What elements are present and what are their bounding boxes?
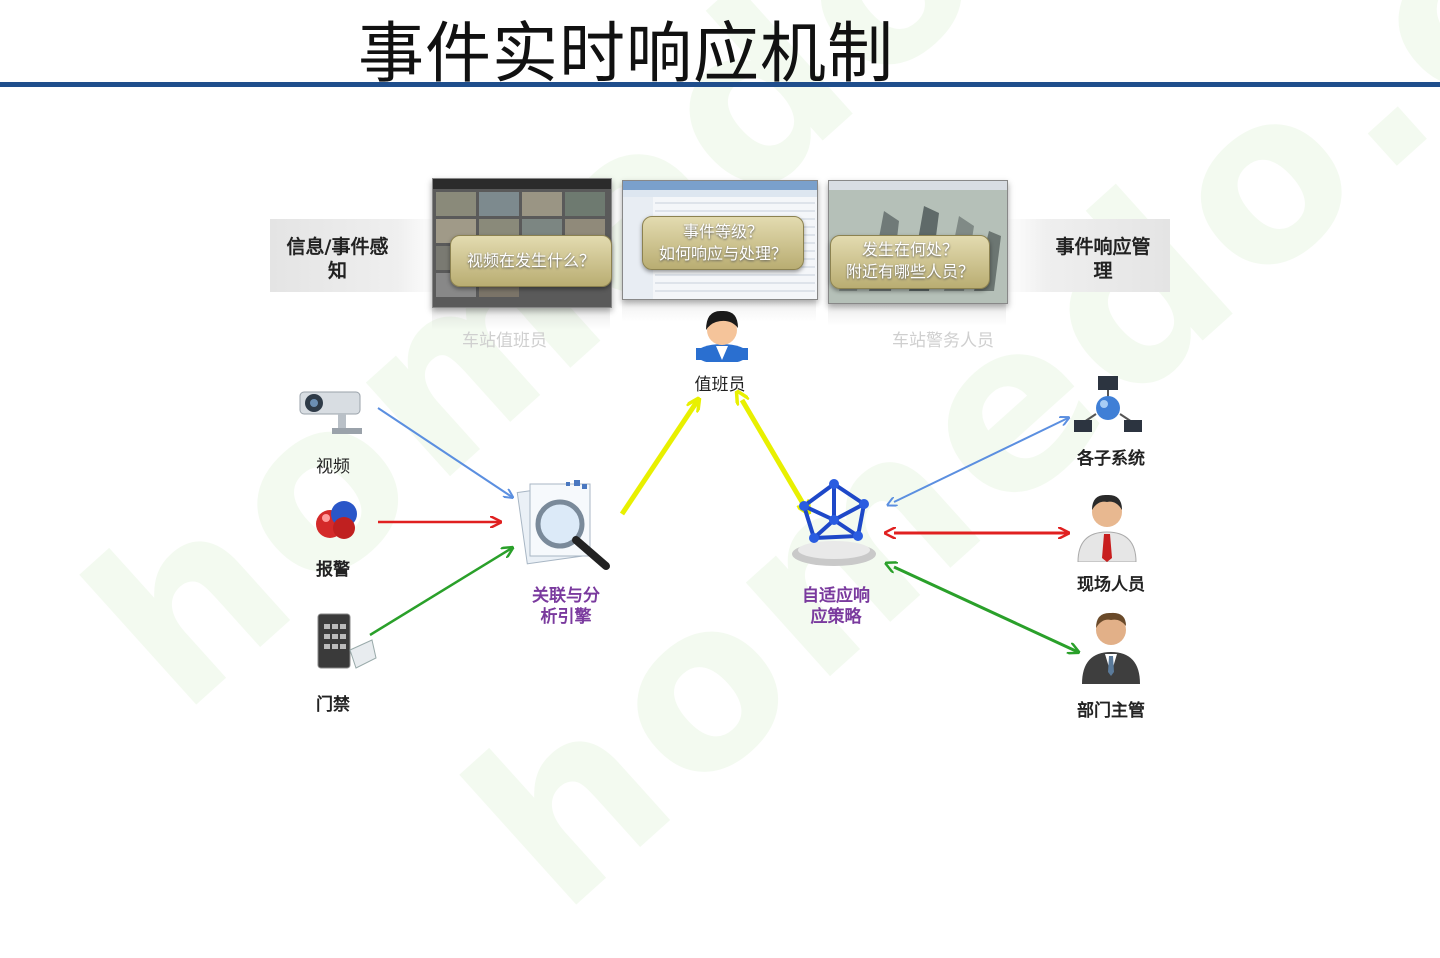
level-callout: 事件等级？ 如何响应与处理？	[642, 216, 804, 270]
band-left-label: 信息/事件感知	[286, 236, 389, 282]
location-callout: 发生在何处？ 附近有哪些人员？	[830, 235, 990, 289]
engine-label: 关联与分 析引擎	[516, 586, 616, 628]
strategy-label-line2: 应策略	[810, 607, 862, 627]
video-screenshot-reflection	[432, 308, 610, 330]
arrow-video-to-engine	[377, 407, 512, 497]
strategy-label-line1: 自适应响	[802, 586, 870, 606]
arrow-duty-strategy	[742, 400, 808, 512]
engine-label-line1: 关联与分	[532, 586, 600, 606]
video-question: 视频在发生什么？	[466, 251, 595, 270]
network-sphere-icon	[792, 479, 876, 566]
staff-icon	[1077, 494, 1137, 562]
video-callout: 视频在发生什么？	[450, 235, 612, 287]
flow-arrows	[369, 0, 1440, 810]
camera-icon	[299, 391, 362, 434]
magnifier-icon	[516, 480, 610, 570]
map-screenshot-reflection	[828, 304, 1006, 326]
video-label: 视频	[316, 457, 350, 477]
right-role-label: 车站警务人员	[892, 331, 994, 351]
page-title: 事件实时响应机制	[358, 15, 894, 92]
duty-officer-label: 值班员	[694, 375, 746, 395]
arrow-strategy-subsystems	[894, 418, 1068, 502]
strategy-label: 自适应响 应策略	[786, 586, 886, 628]
alarm-icon	[316, 501, 357, 539]
keypad-icon	[317, 613, 377, 669]
location-question-line1: 发生在何处？	[861, 240, 958, 259]
band-right-label: 事件响应管理	[1055, 236, 1151, 282]
software-screenshot-reflection	[622, 300, 816, 322]
location-question-line2: 附近有哪些人员？	[845, 262, 974, 281]
alarm-label: 报警	[316, 560, 350, 580]
arrow-strategy-supervisor	[894, 567, 1078, 652]
field-staff-label: 现场人员	[1077, 575, 1145, 595]
level-question-line1: 事件等级？	[682, 222, 763, 241]
dept-supervisor-label: 部门主管	[1077, 701, 1145, 721]
access-control-label: 门禁	[316, 695, 350, 715]
title-underline	[0, 82, 1440, 87]
computer-network-icon	[1074, 376, 1142, 432]
manager-icon	[1082, 612, 1140, 684]
band-left	[270, 219, 440, 292]
band-right	[1005, 219, 1170, 292]
level-question-line2: 如何响应与处理？	[658, 244, 787, 263]
arrow-engine-to-duty	[619, 400, 698, 516]
subsystems-label: 各子系统	[1077, 449, 1145, 469]
person-icon	[696, 310, 748, 362]
engine-label-line2: 析引擎	[540, 607, 592, 627]
left-role-label: 车站值班员	[462, 331, 547, 351]
arrow-access-to-engine	[369, 548, 512, 637]
